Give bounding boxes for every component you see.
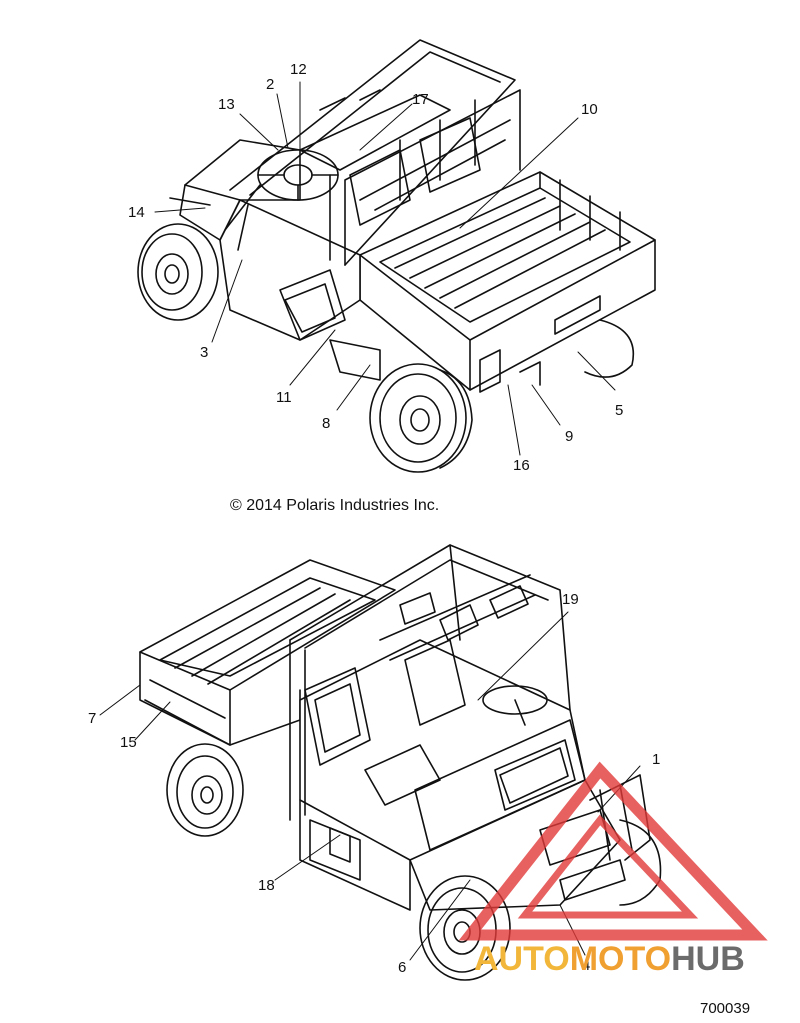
callout-16: 16 (513, 457, 530, 474)
watermark-text: AUTOMOTOHUB (474, 940, 745, 979)
figure-number: 700039 (700, 1000, 751, 1017)
watermark-moto: MOTO (569, 940, 672, 978)
vehicle-front-view (139, 544, 662, 981)
callout-3: 3 (200, 344, 209, 361)
callout-17: 17 (412, 91, 429, 108)
copyright-notice: © 2014 Polaris Industries Inc. (230, 497, 440, 514)
callout-12: 12 (290, 61, 307, 78)
callout-6: 6 (398, 959, 407, 976)
callout-2: 2 (266, 76, 275, 93)
watermark-hub: HUB (671, 940, 745, 978)
callout-11: 11 (276, 389, 292, 406)
callout-5: 5 (615, 402, 624, 419)
callout-15: 15 (120, 734, 137, 751)
callout-14: 14 (128, 204, 145, 221)
callout-10: 10 (581, 101, 598, 118)
callout-18: 18 (258, 877, 275, 894)
callout-1: 1 (652, 751, 661, 768)
callout-4: 4 (582, 957, 591, 974)
watermark-auto: AUTO (474, 940, 570, 978)
vehicle-rear-view (137, 39, 656, 473)
watermark-logo (458, 761, 768, 941)
callout-19: 19 (562, 591, 579, 608)
callout-7: 7 (88, 710, 97, 727)
callout-8: 8 (322, 415, 331, 432)
callout-9: 9 (565, 428, 574, 445)
callout-13: 13 (218, 96, 235, 113)
